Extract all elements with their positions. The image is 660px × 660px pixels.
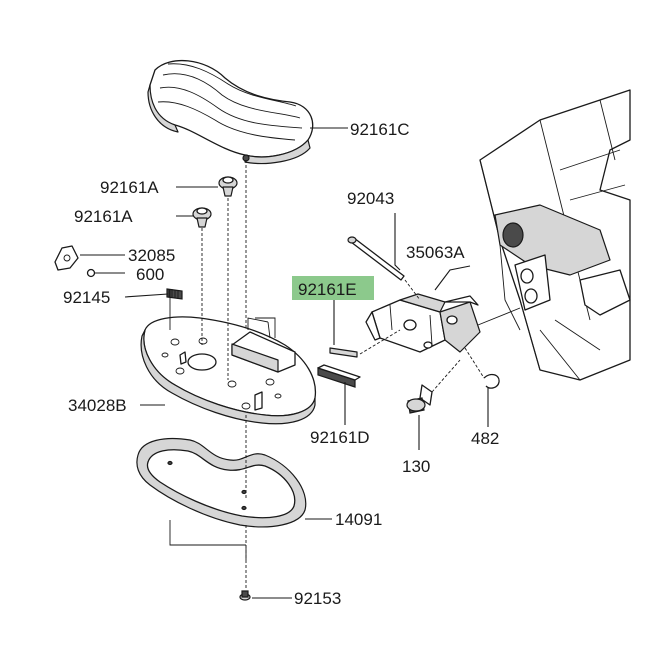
highlight-box: [292, 276, 374, 300]
rubber-strip-d: [317, 364, 361, 388]
footboard-pad: [147, 59, 314, 165]
footboard-cover: [136, 437, 307, 528]
label-600: 600: [136, 265, 164, 284]
spring: [166, 288, 183, 300]
o-ring: [86, 268, 96, 278]
label-34028B: 34028B: [68, 396, 127, 415]
mount-bracket: [365, 293, 481, 353]
e-clip: [483, 373, 500, 389]
grommet-lower: [192, 207, 212, 228]
bolt-130: [406, 384, 433, 414]
pivot-pin: [347, 236, 405, 281]
label-92145: 92145: [63, 288, 110, 307]
label-32085: 32085: [128, 246, 175, 265]
label-92161E: 92161E: [298, 280, 357, 299]
labels: 92161C 92161A 92161A 32085 600 92145 340…: [63, 120, 499, 608]
bracket-clip: [54, 245, 79, 271]
label-14091: 14091: [335, 510, 382, 529]
label-92161D: 92161D: [310, 428, 370, 447]
leader-lines: [80, 127, 521, 599]
label-92161C: 92161C: [350, 120, 410, 139]
label-92161A-lower: 92161A: [74, 207, 133, 226]
grommet-upper: [218, 176, 238, 197]
label-130: 130: [402, 457, 430, 476]
rubber-strip-e: [329, 347, 358, 358]
label-92161A-upper: 92161A: [100, 178, 159, 197]
bolt-bottom: [239, 590, 251, 601]
footboard-base: [140, 316, 317, 425]
label-482: 482: [471, 429, 499, 448]
label-35063A: 35063A: [406, 243, 465, 262]
label-92153: 92153: [294, 589, 341, 608]
frame-structure: [479, 89, 631, 381]
label-92043: 92043: [347, 189, 394, 208]
